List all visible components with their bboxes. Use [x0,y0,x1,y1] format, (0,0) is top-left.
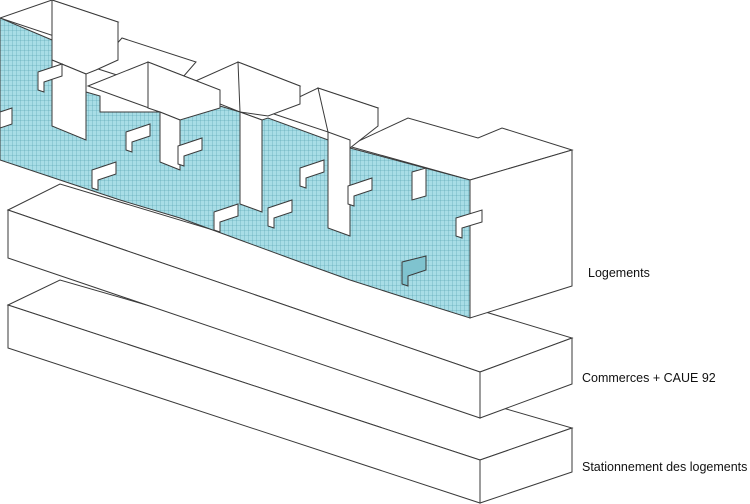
balcony-6 [213,203,239,233]
balcony-9 [347,177,373,207]
balcony-2 [0,107,13,129]
side-wall-block-4 [237,61,301,117]
gap-opening-4 [239,111,263,213]
label-stationnement: Stationnement des logements [582,460,747,474]
balcony-1 [37,63,63,93]
balcony-11 [455,209,483,239]
gap-opening-5 [327,131,351,237]
balcony-8 [299,159,325,189]
gap-opening-1 [51,59,87,141]
label-logements: Logements [588,266,650,280]
balcony-12 [401,255,427,287]
balcony-3 [125,123,151,153]
balcony-7 [267,199,293,229]
side-wall-block-6 [469,149,573,319]
commerce-slab [6,183,574,419]
side-wall-block-5 [317,87,379,149]
balcony-5 [177,137,203,167]
parking-side-face [479,427,573,504]
commerce-side-face [479,337,573,419]
housing-blocks [0,0,574,319]
parking-slab [6,279,574,504]
balcony-10 [411,167,427,201]
gap-opening-3 [159,111,181,171]
balcony-4 [91,161,117,191]
label-commerces: Commerces + CAUE 92 [582,371,716,385]
side-wall-block-1 [51,0,119,75]
